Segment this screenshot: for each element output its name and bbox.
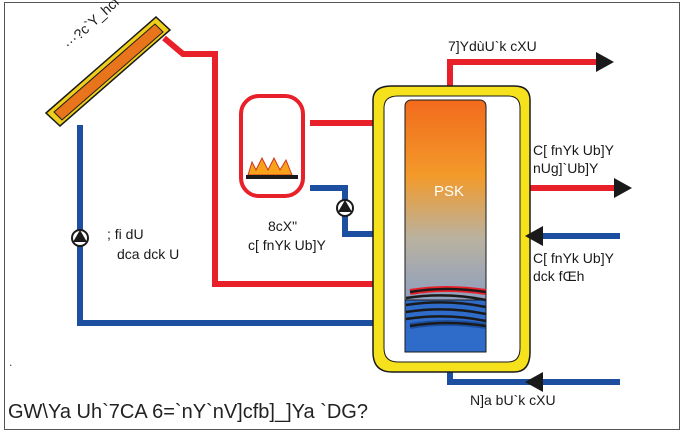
boiler-return-pipe (310, 185, 348, 202)
arrow-left-icon (525, 372, 543, 392)
gas-boiler (239, 94, 305, 198)
arrow-right-icon (596, 52, 614, 72)
arrow-left-icon (525, 226, 543, 246)
marker-dot: . (9, 355, 13, 369)
heat-exchanger-coil (405, 286, 487, 329)
boiler-label-1: 8cX" (268, 218, 298, 234)
heating-supply-label-2: nUg]`Ub]Y (533, 160, 599, 176)
collector-supply-pipe (162, 35, 484, 287)
flame-icon (247, 156, 293, 176)
storage-tank (372, 85, 531, 373)
arrow-right-icon (614, 178, 632, 198)
collector-return-pipe-lower (77, 244, 484, 326)
hot-water-label: 7]YdùU`k cXU (448, 38, 537, 54)
flow-arrows (525, 52, 632, 392)
tank-label: PSK (434, 183, 465, 200)
solar-pump-label-1: ; fi dU (107, 226, 144, 242)
cold-water-label: N]a bU`k cXU (470, 392, 556, 408)
boiler-pump-icon (336, 199, 354, 217)
solar-pump-icon (71, 229, 89, 247)
diagram-caption: GW\Ya Uh`7CA 6=`nY`nV]cfb]_]Ya `DG? (8, 401, 368, 423)
heating-return-label-1: C[ fnYk Ub]Y (533, 250, 614, 266)
boiler-return-pipe-lower (342, 215, 385, 237)
heating-supply-label-1: C[ fnYk Ub]Y (533, 142, 614, 158)
boiler-label-2: c[ fnYk Ub]Y (248, 237, 326, 253)
heating-return-label-2: dck fŒh (533, 268, 585, 284)
solar-collector (44, 15, 172, 128)
solar-pump-label-2: dca dck U (117, 246, 180, 262)
